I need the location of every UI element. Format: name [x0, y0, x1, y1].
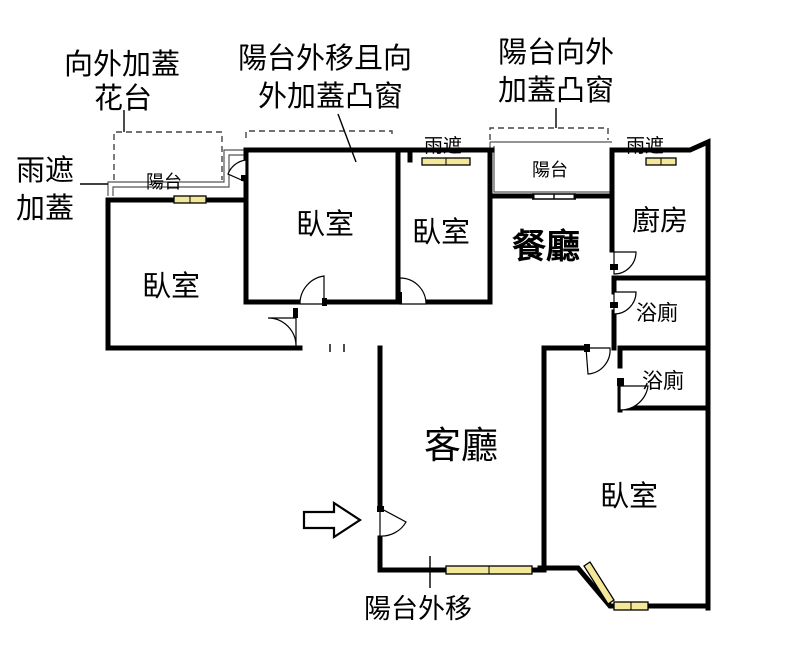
note-balcony-moved: 陽台外移 [364, 594, 472, 625]
note-balcony-move-1: 陽台外移且向 [238, 41, 412, 75]
note-flower-bed-1: 向外加蓋 [64, 47, 180, 81]
annotations: 向外加蓋 花台 雨遮 加蓋 陽台外移且向 外加蓋凸窗 陽台向外 加蓋凸窗 雨遮 … [16, 35, 664, 625]
window-bedroom-right-corner [583, 561, 615, 605]
bay-window-top-outline [489, 127, 609, 140]
entrance-arrow-icon [302, 500, 363, 540]
door-kitchen [613, 251, 637, 275]
dining-sliding-door [532, 193, 576, 200]
room-labels: 臥室 臥室 臥室 餐廳 廚房 浴廁 浴廁 客廳 臥室 陽台 陽台 [142, 160, 688, 513]
doors [227, 159, 649, 537]
room-bedroom-mid: 臥室 [296, 207, 354, 241]
door-bath-upper [613, 291, 637, 315]
room-dining: 餐廳 [512, 227, 580, 267]
note-rain-left-1: 雨遮 [16, 153, 74, 187]
door-left-bedroom [267, 317, 297, 347]
room-balcony-left: 陽台 [146, 172, 182, 193]
note-rain-right: 雨遮 [626, 135, 664, 157]
note-rain-mid: 雨遮 [424, 135, 462, 157]
room-kitchen: 廚房 [632, 204, 688, 237]
room-bedroom-right: 臥室 [600, 479, 658, 513]
room-balcony-top: 陽台 [532, 160, 568, 181]
dashed-additions [113, 127, 609, 180]
door-bath-lower [619, 385, 649, 411]
note-balcony-bay-2: 加蓋凸窗 [498, 73, 614, 107]
note-rain-left-2: 加蓋 [16, 191, 74, 225]
bay-window-left-outline [245, 130, 393, 138]
room-living: 客廳 [424, 424, 498, 467]
note-flower-bed-2: 花台 [94, 81, 152, 115]
flower-bed-outline [113, 131, 223, 180]
door-mid-bedroom [299, 275, 325, 305]
room-bedroom-left: 臥室 [142, 269, 200, 303]
door-small-bedroom [399, 277, 427, 305]
room-bedroom-small: 臥室 [412, 215, 470, 249]
walls [105, 138, 711, 611]
leader-lines [80, 108, 557, 588]
living-opening [329, 344, 345, 352]
room-bath-upper: 浴廁 [636, 301, 678, 325]
note-balcony-move-2: 外加蓋凸窗 [258, 79, 403, 113]
door-entrance[interactable] [379, 506, 407, 537]
room-bath-lower: 浴廁 [642, 369, 684, 393]
windows [173, 157, 677, 611]
note-balcony-bay-1: 陽台向外 [498, 35, 614, 69]
door-right-bedroom [585, 347, 611, 375]
